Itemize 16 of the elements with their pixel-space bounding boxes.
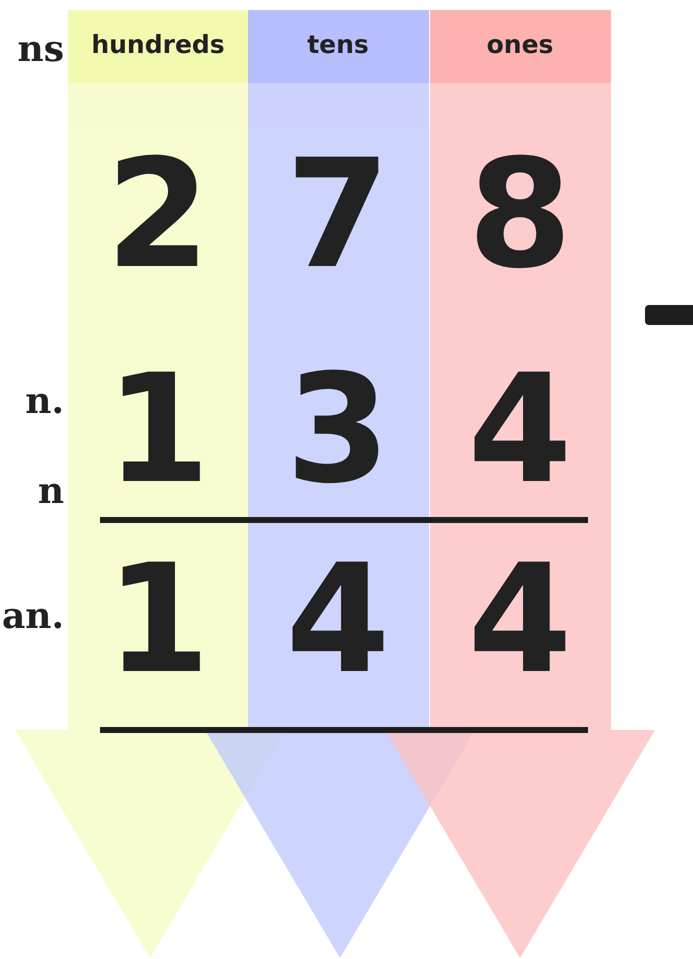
cut-off-text: ns <box>18 28 64 70</box>
digit: 2 <box>106 140 210 290</box>
cut-off-text: n. <box>25 380 64 422</box>
digit: 7 <box>286 140 390 290</box>
digit: 1 <box>106 545 210 695</box>
digit: 1 <box>106 355 210 505</box>
digit: 4 <box>286 545 390 695</box>
column-heading: tens <box>307 30 369 59</box>
column-heading: hundreds <box>91 30 225 59</box>
digit: 8 <box>468 140 572 290</box>
column-heading: ones <box>486 30 554 59</box>
digit: 3 <box>286 355 390 505</box>
digit: 4 <box>468 545 572 695</box>
cut-off-text: n <box>38 470 64 512</box>
cut-off-text: an. <box>2 595 64 637</box>
digit: 4 <box>468 355 572 505</box>
